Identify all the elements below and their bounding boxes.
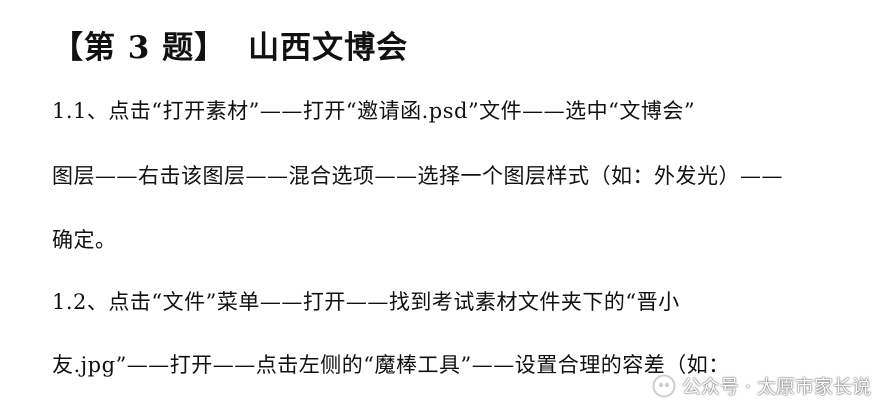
watermark-text: 公众号 · 太原市家长说 [681, 376, 871, 398]
paragraph-line: 1.1、点击“打开素材”——打开“邀请函.psd”文件——选中“文博会” [52, 99, 696, 123]
question-title: 山西文博会 [248, 30, 409, 66]
watermark: 公众号 · 太原市家长说 [652, 372, 871, 399]
paragraph-line: 1.2、点击“文件”菜单——打开——找到考试素材文件夹下的“晋小 [52, 290, 680, 314]
wechat-icon [652, 374, 676, 398]
paragraph-line: 图层——右击该图层——混合选项——选择一个图层样式（如：外发光）—— [52, 164, 783, 188]
paragraph-line: 友.jpg”——打开——点击左侧的“魔棒工具”——设置合理的容差（如： [52, 353, 730, 377]
paragraph-line: 确定。 [52, 228, 117, 252]
question-heading: 【第 3 题】山西文博会 [52, 20, 408, 76]
question-number: 【第 3 题】 [52, 30, 227, 66]
